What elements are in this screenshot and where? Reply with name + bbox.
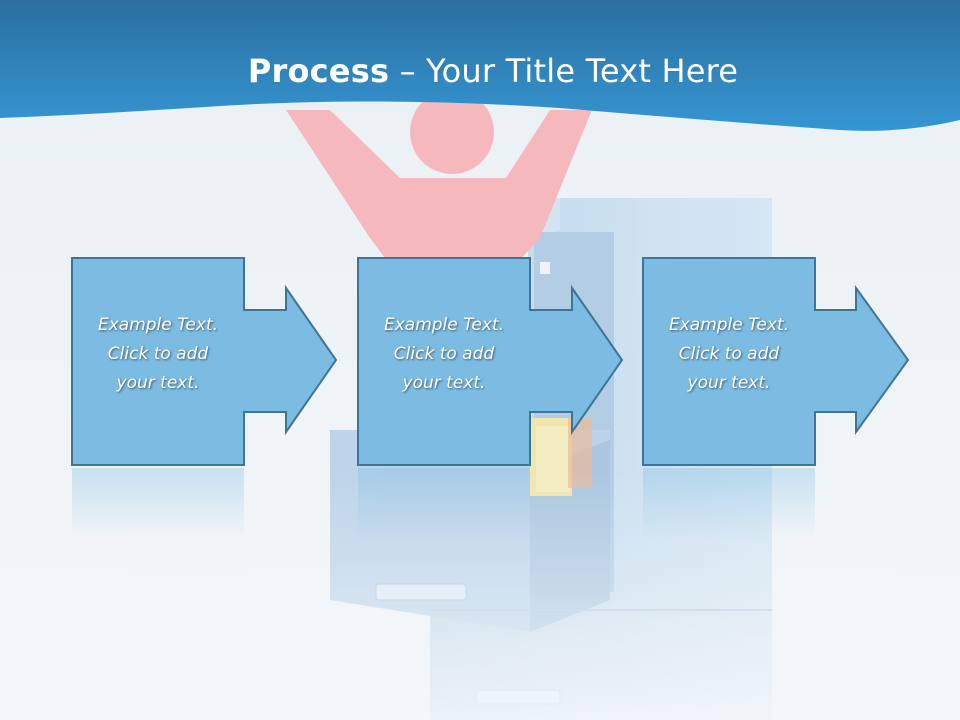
step-text-line: Example Text. (668, 315, 790, 335)
step-text-line: Click to add (678, 344, 780, 364)
process-step-3-text[interactable]: Example Text. Click to add your text. (643, 311, 815, 398)
slide-title-bold: Process (247, 52, 390, 90)
step-text-line: Example Text. (383, 315, 505, 335)
process-step-2-text[interactable]: Example Text. Click to add your text. (358, 311, 530, 398)
process-step-1-shape (71, 257, 338, 540)
slide-title[interactable]: Process – Your Title Text Here (0, 52, 960, 90)
step-text-line: Example Text. (97, 315, 219, 335)
process-step-1-text[interactable]: Example Text. Click to add your text. (72, 311, 244, 398)
step-text-line: Click to add (393, 344, 495, 364)
header-band (0, 0, 960, 131)
process-step-3-shape (642, 257, 910, 540)
step-text-line: your text. (687, 373, 771, 393)
person-figure-illustration (286, 90, 592, 262)
step-text-line: your text. (116, 373, 200, 393)
step-text-line: Click to add (107, 344, 209, 364)
process-step-2-shape (357, 257, 624, 540)
slide-title-rest: – Your Title Text Here (389, 52, 739, 90)
step-text-line: your text. (402, 373, 486, 393)
